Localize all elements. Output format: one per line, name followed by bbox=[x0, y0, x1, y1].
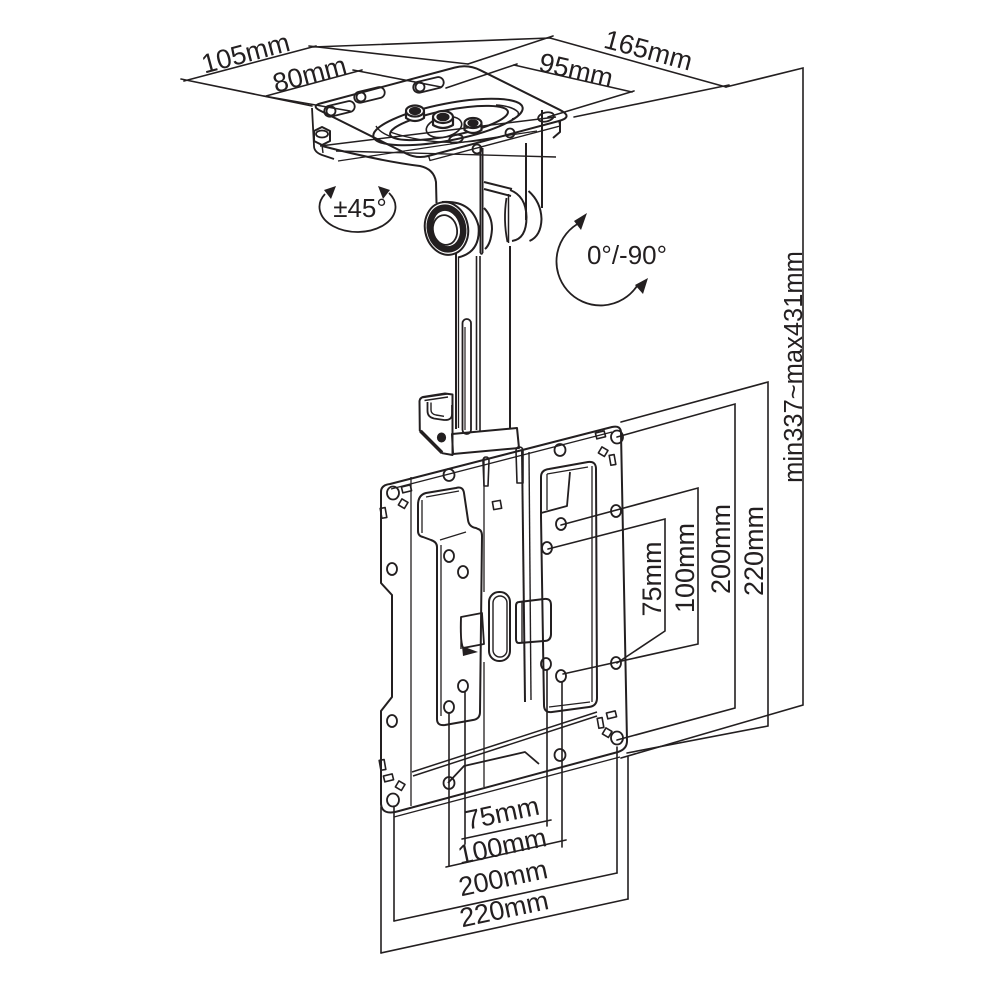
svg-text:75mm: 75mm bbox=[637, 541, 667, 616]
svg-text:200mm: 200mm bbox=[706, 504, 736, 594]
svg-text:min337~max431mm: min337~max431mm bbox=[780, 251, 808, 483]
svg-text:100mm: 100mm bbox=[670, 523, 700, 613]
svg-text:0°/-90°: 0°/-90° bbox=[587, 240, 667, 270]
svg-text:±45°: ±45° bbox=[333, 193, 387, 223]
svg-text:220mm: 220mm bbox=[739, 506, 769, 596]
